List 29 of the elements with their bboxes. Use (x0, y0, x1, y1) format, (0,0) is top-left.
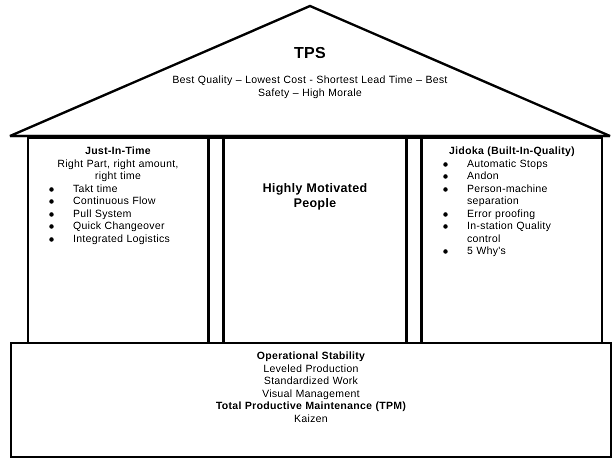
list-item: Quick Changeover (73, 220, 165, 232)
center-box (223, 137, 407, 344)
heading: Operational Stability (256, 350, 366, 362)
heading: Total Productive Maintenance (TPM) (214, 400, 408, 412)
text: Right Part, right amount, right time (56, 158, 180, 182)
heading: TPS (292, 44, 328, 64)
list-item: Takt time (73, 182, 118, 194)
list-item: Integrated Logistics (73, 232, 170, 244)
text: Visual Management (261, 388, 361, 400)
heading: Highly Motivated People (262, 181, 368, 211)
column-box (208, 137, 224, 344)
pillar-box (27, 137, 209, 344)
list-item: Pull System (73, 208, 132, 220)
heading: Just-In-Time (84, 145, 152, 158)
list-item: Automatic Stops (467, 158, 548, 170)
list-item: In-station Quality control (467, 220, 552, 244)
list-item: Error proofing (467, 208, 536, 220)
text: Leveled Production (262, 362, 360, 375)
column-box (406, 137, 422, 344)
text: Standardized Work (262, 375, 360, 388)
text: Kaizen (293, 412, 329, 425)
pillar-box (421, 137, 603, 344)
list-item: Andon (467, 170, 499, 182)
list-item: 5 Why's (467, 245, 506, 257)
text: Best Quality – Lowest Cost - Shortest Lead Time – Best Safety – High Morale (171, 74, 449, 99)
list-item: Continuous Flow (73, 195, 156, 207)
list-item: Person-machine separation (467, 182, 548, 207)
foundation-box (10, 342, 612, 458)
heading: Jidoka (Built-In-Quality) (448, 145, 576, 158)
